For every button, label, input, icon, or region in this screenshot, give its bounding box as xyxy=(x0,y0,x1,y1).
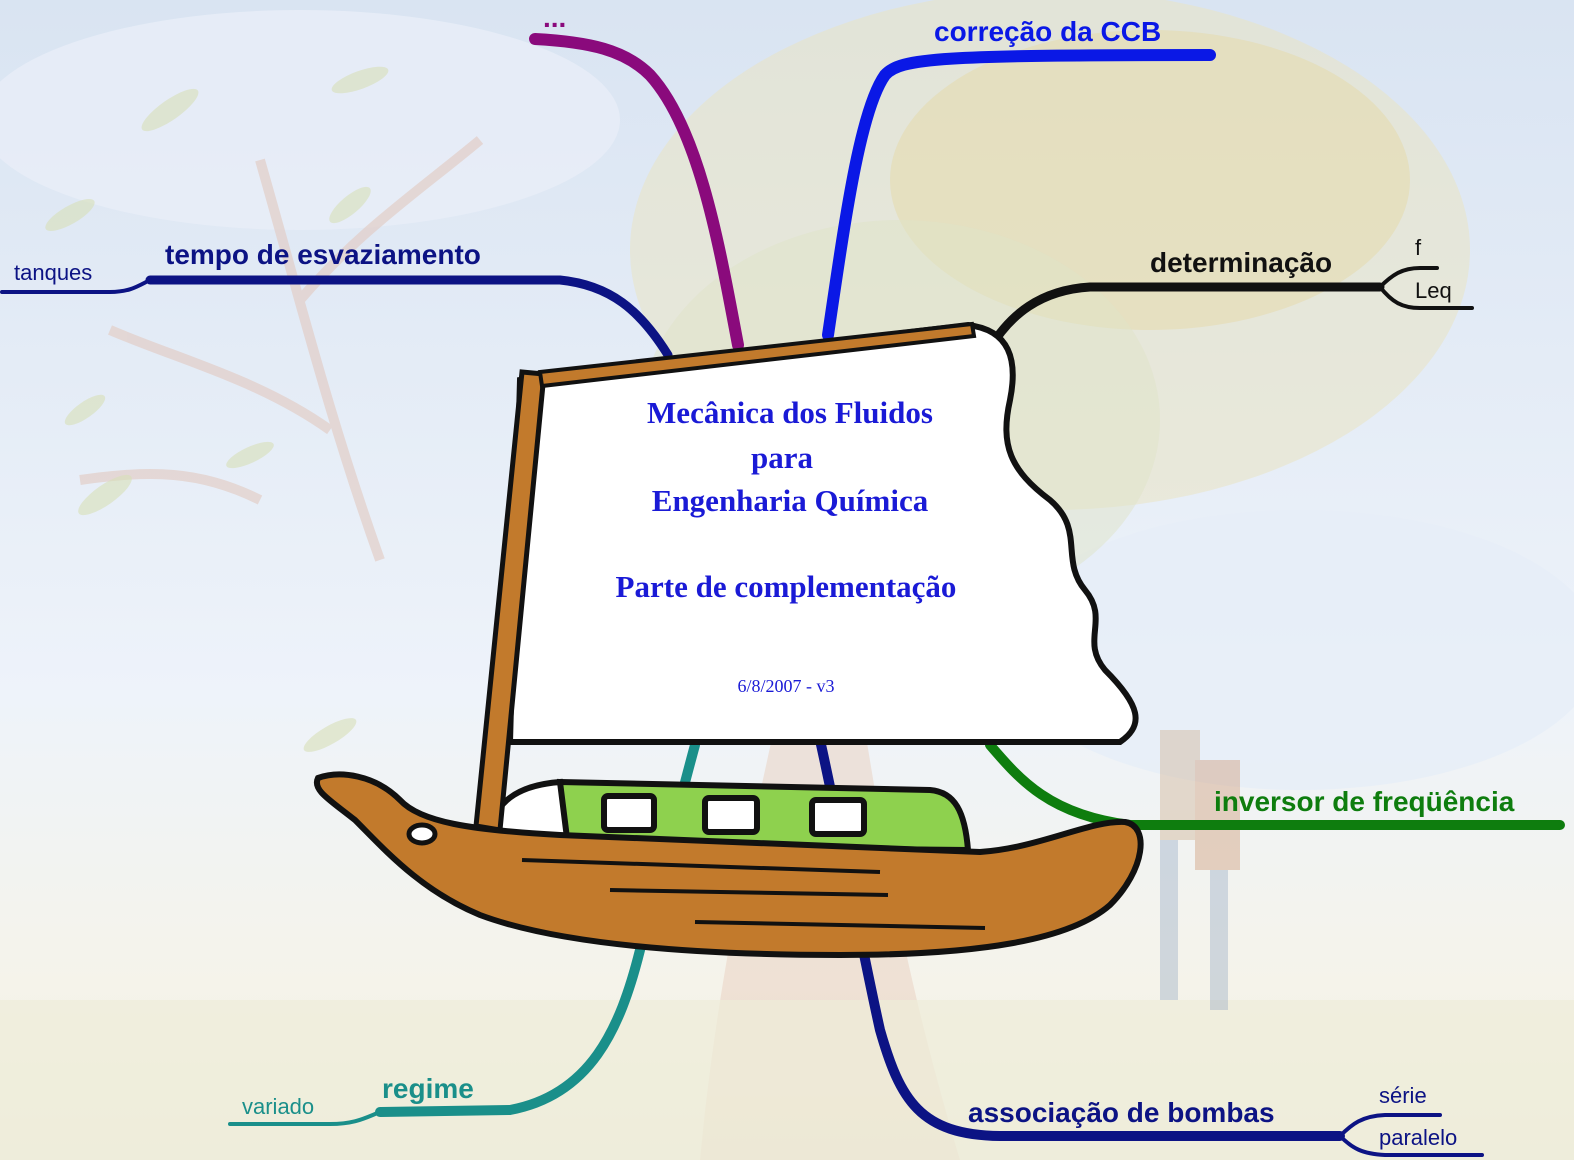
hull-planks xyxy=(521,858,986,930)
sail xyxy=(506,321,1139,745)
map-title-line-1: Mecânica dos Fluidos xyxy=(647,395,933,430)
label-ellipsis: ... xyxy=(543,2,567,33)
branch-correcao-ccb xyxy=(822,49,1216,341)
boat-hull xyxy=(313,771,1144,959)
label-determinacao: determinação xyxy=(1150,247,1333,278)
map-title-line-3: Engenharia Química xyxy=(651,483,929,518)
branch-paralelo xyxy=(1338,1134,1484,1157)
map-subtitle: Parte de complementação xyxy=(615,569,957,604)
yard xyxy=(537,321,977,389)
label-regime: regime xyxy=(382,1073,474,1104)
branch-f xyxy=(1378,266,1439,289)
label-inversor-frequencia: inversor de freqüência xyxy=(1214,786,1515,817)
label-f: f xyxy=(1415,235,1422,260)
branch-ellipsis xyxy=(529,33,744,351)
label-tanques: tanques xyxy=(14,260,93,285)
map-title-line-2: para xyxy=(751,440,813,475)
label-paralelo: paralelo xyxy=(1379,1125,1458,1150)
cabin-window xyxy=(809,797,867,837)
label-tempo-esvaziamento: tempo de esvaziamento xyxy=(165,239,481,270)
branch-variado xyxy=(228,1110,382,1126)
branch-leq xyxy=(1378,285,1474,310)
tree-branches xyxy=(79,136,484,562)
cabin-window xyxy=(702,795,760,835)
label-serie: série xyxy=(1379,1083,1427,1108)
leaves xyxy=(45,66,389,752)
boat-illustration xyxy=(313,321,1144,959)
label-leq: Leq xyxy=(1415,278,1452,303)
label-correcao-ccb: correção da CCB xyxy=(934,16,1162,47)
map-version: 6/8/2007 - v3 xyxy=(737,676,835,696)
branch-tempo-esvaziamento xyxy=(145,275,673,360)
branch-serie xyxy=(1338,1113,1442,1138)
cabin-window xyxy=(601,793,657,833)
label-associacao-bombas: associação de bombas xyxy=(968,1097,1275,1128)
hull-porthole xyxy=(406,822,438,846)
label-variado: variado xyxy=(242,1094,315,1119)
branch-tanques xyxy=(0,278,152,294)
mast xyxy=(473,369,547,833)
